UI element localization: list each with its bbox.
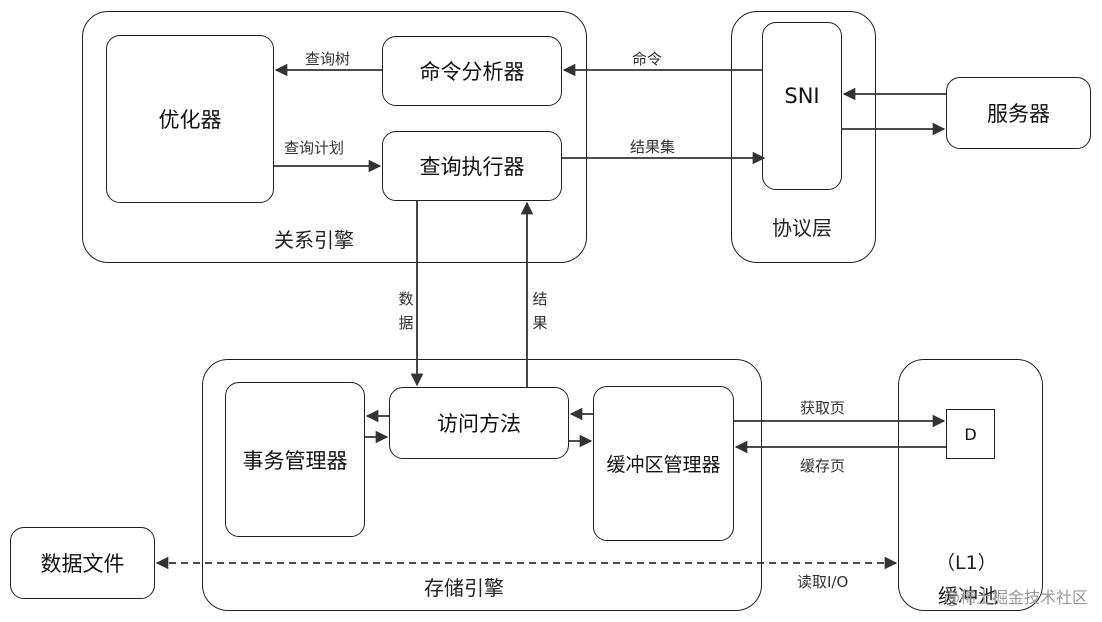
storage-engine-label: 存储引擎 — [424, 576, 504, 600]
cache-page-label: 缓存页 — [800, 457, 846, 475]
read-io-label: 读取I/O — [797, 573, 849, 591]
page-d-node: D — [946, 409, 995, 459]
data-files-node: 数据文件 — [10, 527, 155, 599]
query-tree-label: 查询树 — [305, 50, 351, 68]
buffer-pool-label: 缓冲池 — [938, 584, 998, 608]
relational-engine-label: 关系引擎 — [274, 228, 354, 252]
protocol-layer-label: 协议层 — [772, 216, 832, 240]
sni-node: SNI — [762, 22, 842, 190]
result-set-label: 结果集 — [630, 138, 676, 156]
result-label: 结果 — [532, 290, 548, 332]
command-label: 命令 — [632, 50, 663, 68]
access-methods-node: 访问方法 — [389, 387, 569, 459]
optimizer-node: 优化器 — [106, 35, 274, 203]
query-plan-label: 查询计划 — [284, 139, 345, 157]
buffer-pool-level-label: （L1） — [936, 552, 997, 574]
transaction-manager-node: 事务管理器 — [225, 382, 365, 537]
watermark: @稀土掘金技术社区 — [943, 588, 1088, 607]
command-parser-node: 命令分析器 — [382, 36, 562, 106]
data-label: 数据 — [398, 290, 414, 332]
buffer-manager-node: 缓冲区管理器 — [593, 386, 734, 541]
server-node: 服务器 — [946, 77, 1091, 149]
query-executor-node: 查询执行器 — [382, 131, 562, 201]
get-page-label: 获取页 — [800, 399, 846, 417]
buffer-pool-group — [898, 359, 1043, 611]
